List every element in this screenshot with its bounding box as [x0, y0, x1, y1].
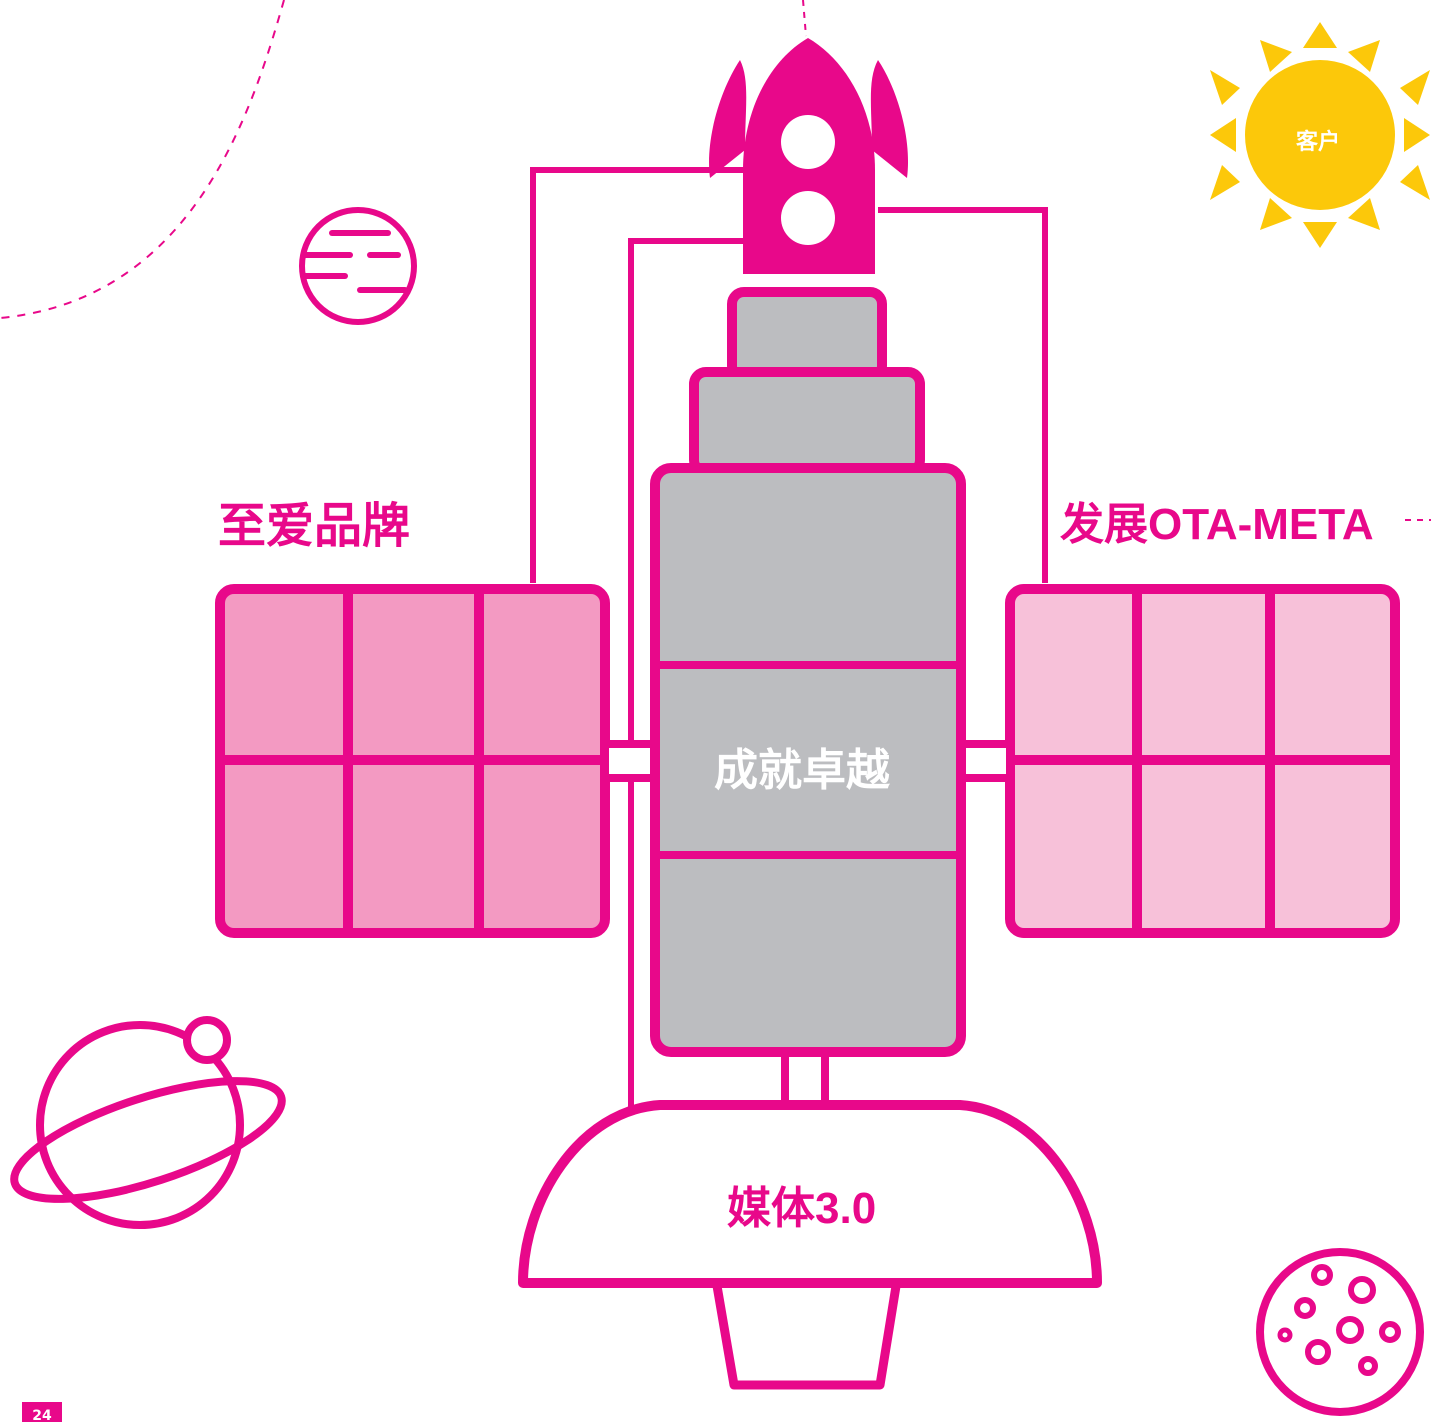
right-panel-label: 发展OTA-META [1060, 500, 1374, 549]
dish-label: 媒体3.0 [727, 1184, 877, 1233]
orbit-path [0, 0, 285, 319]
top-module [727, 287, 887, 383]
page-number: 24 [22, 1402, 62, 1422]
rocket-icon [709, 38, 909, 274]
center-body-label: 成就卓越 [714, 745, 890, 796]
sun-icon [1210, 22, 1430, 248]
dish [518, 1100, 1102, 1390]
left-panel-label: 至爱品牌 [218, 498, 411, 554]
connection-lines [530, 167, 1048, 1107]
main-body [650, 463, 966, 1057]
planet-icon [299, 207, 417, 325]
rocket-trail [802, 0, 807, 37]
left-solar-panel [215, 584, 610, 938]
moon-icon [1256, 1248, 1424, 1416]
sun-label: 客户 [1296, 130, 1341, 155]
upper-module [689, 367, 925, 477]
right-solar-panel [1005, 584, 1400, 938]
dish-stem [781, 1046, 829, 1112]
ringed-planet-icon [10, 1016, 286, 1229]
